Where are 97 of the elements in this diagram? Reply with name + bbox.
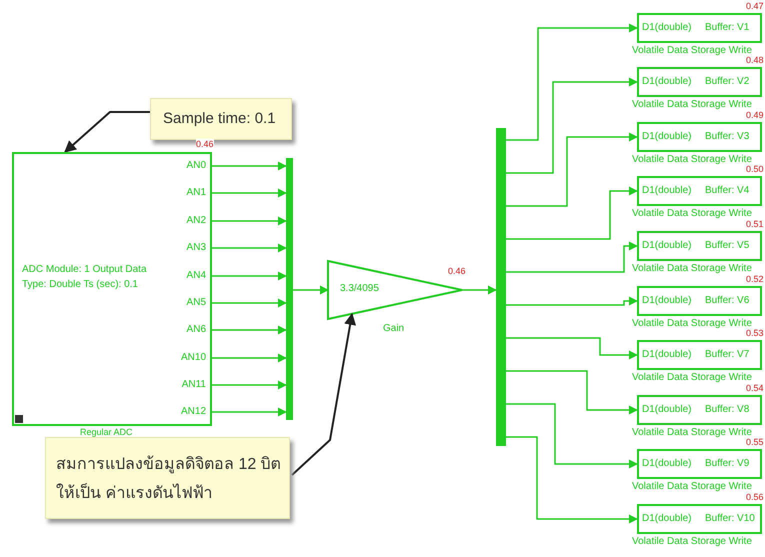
signal-arrow <box>506 132 638 207</box>
signal-arrow <box>506 436 638 524</box>
block-label: Volatile Data Storage Write <box>632 45 752 56</box>
block-label: Volatile Data Storage Write <box>632 481 752 492</box>
signal-arrow <box>212 216 287 226</box>
port-label: AN3 <box>186 242 206 253</box>
storage-write-block <box>637 122 762 152</box>
port-label: D1(double) <box>642 404 692 415</box>
storage-write-block <box>637 13 762 43</box>
callout-text: สมการแปลงข้อมูลดิจิตอล 12 บิต ให้เป็น ค่าแรงดันไฟฟ้า <box>56 454 281 504</box>
storage-write-block <box>637 176 762 206</box>
port-label: D1(double) <box>642 22 692 33</box>
bus-bar <box>496 128 506 446</box>
port-label: D1(double) <box>642 185 692 196</box>
sample-time-label: 0.46 <box>196 139 214 149</box>
block-parameters: Buffer: V2 <box>705 76 750 87</box>
signal-arrow <box>506 24 638 141</box>
adc-block <box>12 152 212 426</box>
signal-arrow <box>212 272 287 280</box>
block-label: Volatile Data Storage Write <box>632 208 752 219</box>
port-label: AN2 <box>186 215 206 226</box>
storage-write-block <box>637 449 762 479</box>
block-parameters: Buffer: V10 <box>705 513 755 524</box>
block-parameters: Buffer: V3 <box>705 131 750 142</box>
port-label: AN0 <box>186 160 206 171</box>
signal-arrow <box>212 162 287 170</box>
signal-arrow <box>462 286 497 294</box>
sample-time-label: 0.51 <box>746 219 764 229</box>
port-label: AN12 <box>180 406 206 417</box>
block-label: Gain <box>383 323 404 334</box>
signal-arrow <box>506 403 638 468</box>
gain-value: 3.3/4095 <box>340 283 379 294</box>
block-parameters: Buffer: V9 <box>705 458 750 469</box>
port-label: AN6 <box>186 324 206 335</box>
block-label: Volatile Data Storage Write <box>632 99 752 110</box>
port-label: D1(double) <box>642 295 692 306</box>
signal-arrow <box>506 186 638 240</box>
block-parameters: Buffer: V5 <box>705 240 750 251</box>
sample-time-label: 0.48 <box>746 55 764 65</box>
storage-write-block <box>637 340 762 370</box>
block-label: Volatile Data Storage Write <box>632 154 752 165</box>
sample-time-label: 0.50 <box>746 164 764 174</box>
block-parameters: ADC Module: 1 Output Data Type: Double Ts (sec): 0.1 <box>22 263 148 292</box>
signal-arrow <box>506 296 638 306</box>
port-label: D1(double) <box>642 76 692 87</box>
signal-arrow <box>212 354 287 362</box>
storage-write-block <box>637 395 762 425</box>
leader-arrow <box>64 111 150 153</box>
signal-arrow <box>212 298 287 308</box>
sample-time-label: 0.54 <box>746 383 764 393</box>
port-label: AN1 <box>186 187 206 198</box>
block-label: Volatile Data Storage Write <box>632 427 752 438</box>
signal-arrow <box>506 337 638 360</box>
port-label: D1(double) <box>642 131 692 142</box>
signal-arrow <box>506 78 638 174</box>
block-label: Volatile Data Storage Write <box>632 318 752 329</box>
block-label: Regular ADC <box>80 427 133 437</box>
sample-time-label: 0.49 <box>746 110 764 120</box>
port-label: AN11 <box>182 379 206 390</box>
signal-arrow <box>212 188 287 198</box>
storage-write-block <box>637 286 762 316</box>
block-label: Volatile Data Storage Write <box>632 536 752 547</box>
port-label: D1(double) <box>642 513 692 524</box>
port-label: D1(double) <box>642 349 692 360</box>
sample-time-label: 0.47 <box>746 1 764 11</box>
signal-arrow <box>212 380 287 390</box>
block-parameters: Buffer: V6 <box>705 295 750 306</box>
signal-arrow <box>212 326 287 334</box>
signal-arrow <box>506 242 638 273</box>
port-label: D1(double) <box>642 458 692 469</box>
callout-box <box>150 98 292 140</box>
storage-write-block <box>637 504 762 534</box>
port-label: AN10 <box>180 352 206 363</box>
sample-time-label: 0.53 <box>746 328 764 338</box>
storage-write-block <box>637 231 762 261</box>
signal-arrow <box>293 286 329 294</box>
sample-time-label: 0.56 <box>746 492 764 502</box>
sample-time-label: 0.46 <box>448 266 466 276</box>
block-parameters: Buffer: V1 <box>705 22 750 33</box>
block-parameters: Buffer: V4 <box>705 185 750 196</box>
bus-bar <box>286 158 293 420</box>
callout-box <box>45 437 290 519</box>
storage-write-block <box>637 67 762 97</box>
port-label: D1(double) <box>642 240 692 251</box>
block-parameters: Buffer: V8 <box>705 404 750 415</box>
port-label: AN4 <box>186 270 206 281</box>
block-label: Volatile Data Storage Write <box>632 263 752 274</box>
sample-time-label: 0.55 <box>746 437 764 447</box>
block-label: Volatile Data Storage Write <box>632 372 752 383</box>
sample-time-label: 0.52 <box>746 274 764 284</box>
callout-text: Sample time: 0.1 <box>163 110 276 127</box>
port-label: AN5 <box>186 297 206 308</box>
signal-arrow <box>212 244 287 252</box>
block-parameters: Buffer: V7 <box>705 349 750 360</box>
signal-arrow <box>212 408 287 416</box>
leader-arrow <box>291 312 356 476</box>
signal-arrow <box>506 370 638 414</box>
